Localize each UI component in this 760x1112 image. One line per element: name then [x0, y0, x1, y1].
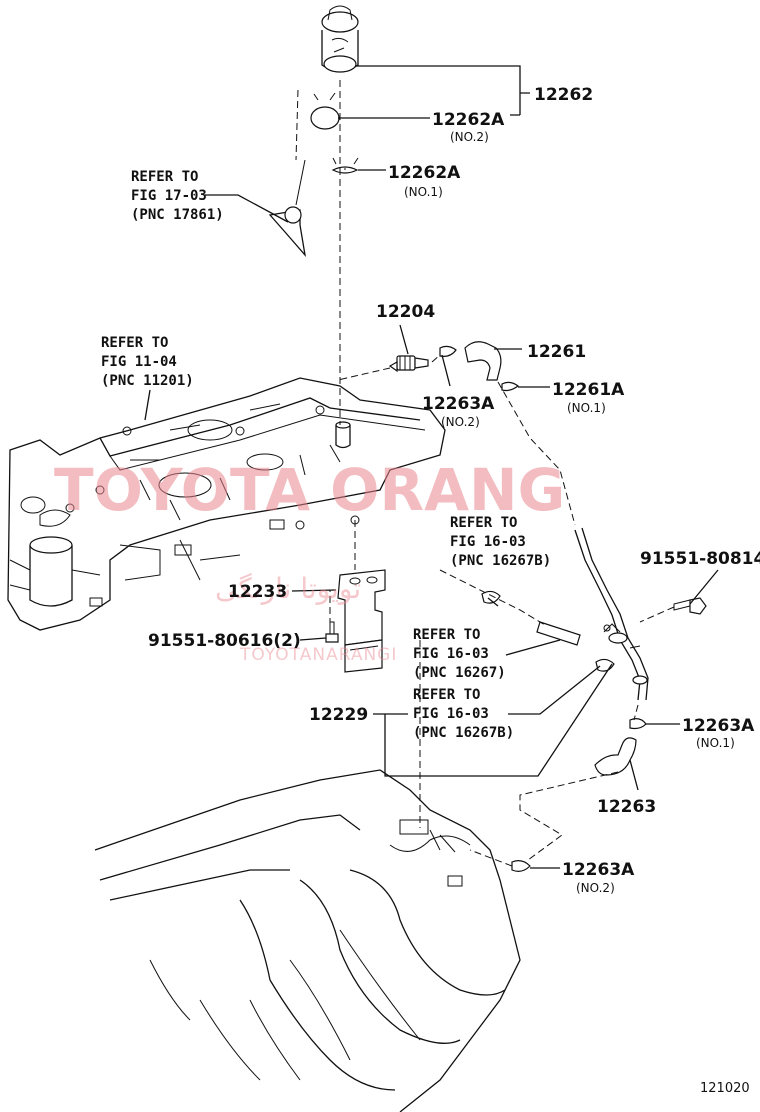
ref-17861-line2: FIG 17-03: [131, 188, 207, 204]
part-label-12263a-no2-top: 12263A: [422, 394, 495, 414]
ref-16267b-bottom-line3: (PNC 16267B): [413, 725, 514, 741]
oil-filler-cap-part: [321, 5, 359, 73]
ref-16267b-top-line2: FIG 16-03: [450, 534, 526, 550]
ref-17861-line3: (PNC 17861): [131, 207, 224, 223]
part-label-12262: 12262: [534, 85, 593, 105]
hose-clip-12263a-no1: [629, 718, 647, 730]
part-note-12262a-no2: (NO.2): [450, 130, 489, 144]
ventilation-hose-12263: [594, 737, 637, 776]
part-label-12263: 12263: [597, 797, 656, 817]
part-label-12263a-no1: 12263A: [682, 716, 755, 736]
ref-16267-line2: FIG 16-03: [413, 646, 489, 662]
oil-gauge-guide-drawing: [268, 159, 307, 258]
part-note-12263a-no2-top: (NO.2): [441, 415, 480, 429]
ref-11201-line1: REFER TO: [101, 335, 168, 351]
leader-lines: [144, 65, 719, 869]
part-label-12262a-no2: 12262A: [432, 110, 505, 130]
part-label-12262a-no1: 12262A: [388, 163, 461, 183]
ref-11201-line2: FIG 11-04: [101, 354, 177, 370]
alignment-dashed-lines: [295, 80, 675, 867]
watermark: TOYOTA ORANG تویوتا نارنگی TOYOTANARANGI: [54, 456, 565, 665]
hose-clip-no2-top: [439, 345, 457, 357]
hose-ref-16267: [536, 621, 581, 646]
ref-17861-line1: REFER TO: [131, 169, 198, 185]
bolt-91551-80616: [325, 621, 339, 643]
pcv-valve-part: [388, 355, 429, 373]
part-note-12261a: (NO.1): [567, 401, 606, 415]
part-label-12204: 12204: [376, 302, 435, 322]
part-label-12261a: 12261A: [552, 380, 625, 400]
ventilation-hose-12261: [464, 341, 502, 381]
clip-ref-16267b-top: [481, 590, 501, 604]
part-label-12233: 12233: [228, 582, 287, 602]
part-note-12262a-no1: (NO.1): [404, 185, 443, 199]
ventilation-pipe-part: [574, 527, 649, 701]
ref-16267b-top-line3: (PNC 16267B): [450, 553, 551, 569]
watermark-arabic: تویوتا نارنگی: [215, 572, 361, 605]
oil-separator-12229: [344, 639, 383, 673]
part-note-12263a-no1: (NO.1): [696, 736, 735, 750]
intake-manifold-drawing: [94, 769, 521, 1112]
hose-clip-12261a: [501, 381, 520, 392]
watermark-latin: TOYOTA ORANG: [54, 456, 565, 524]
part-label-12229: 12229: [309, 705, 368, 725]
bracket-12233: [337, 569, 386, 646]
figure-number: 121020: [700, 1081, 750, 1096]
ref-16267-line3: (PNC 16267): [413, 665, 506, 681]
ref-16267b-top-line1: REFER TO: [450, 515, 517, 531]
part-label-91551-80616: 91551-80616(2): [148, 631, 301, 651]
watermark-small: TOYOTANARANGI: [239, 645, 397, 665]
ref-11201-line3: (PNC 11201): [101, 373, 194, 389]
part-label-12261: 12261: [527, 342, 586, 362]
part-label-12263a-no2-bottom: 12263A: [562, 860, 635, 880]
ref-16267b-bottom-line2: FIG 16-03: [413, 706, 489, 722]
bolt-91551-80814: [673, 597, 707, 615]
ref-16267-line1: REFER TO: [413, 627, 480, 643]
ref-16267b-bottom-line1: REFER TO: [413, 687, 480, 703]
filler-cap-gasket-no2: [310, 106, 340, 130]
hose-clip-12263a-no2-bottom: [511, 860, 531, 872]
part-note-12263a-no2-bottom: (NO.2): [576, 881, 615, 895]
part-label-91551-80814: 91551-80814: [640, 549, 760, 569]
